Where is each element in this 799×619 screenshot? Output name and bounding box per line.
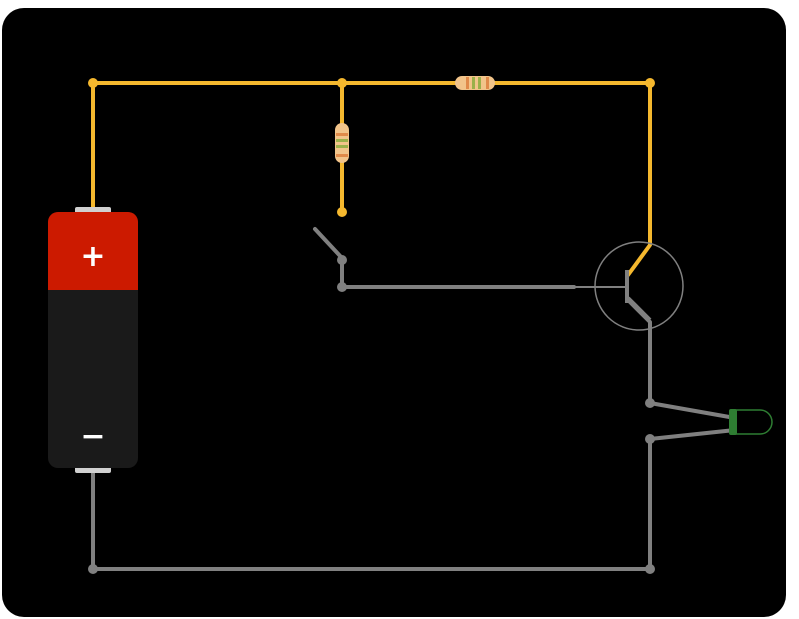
npn-transistor[interactable] xyxy=(594,241,684,331)
switch-lever[interactable] xyxy=(313,227,344,260)
led[interactable] xyxy=(729,409,773,435)
junction-dots xyxy=(88,78,655,217)
battery-negative-label: − xyxy=(80,419,106,454)
battery-positive-label: + xyxy=(80,239,106,274)
resistor-vertical[interactable] xyxy=(335,123,349,163)
resistor-horizontal[interactable] xyxy=(455,76,495,90)
wire-switch-base[interactable] xyxy=(340,258,576,289)
wire-led-ground[interactable] xyxy=(91,428,737,571)
battery[interactable] xyxy=(48,207,138,473)
wire-emitter-led[interactable] xyxy=(626,298,737,420)
wire-top[interactable] xyxy=(91,81,652,277)
